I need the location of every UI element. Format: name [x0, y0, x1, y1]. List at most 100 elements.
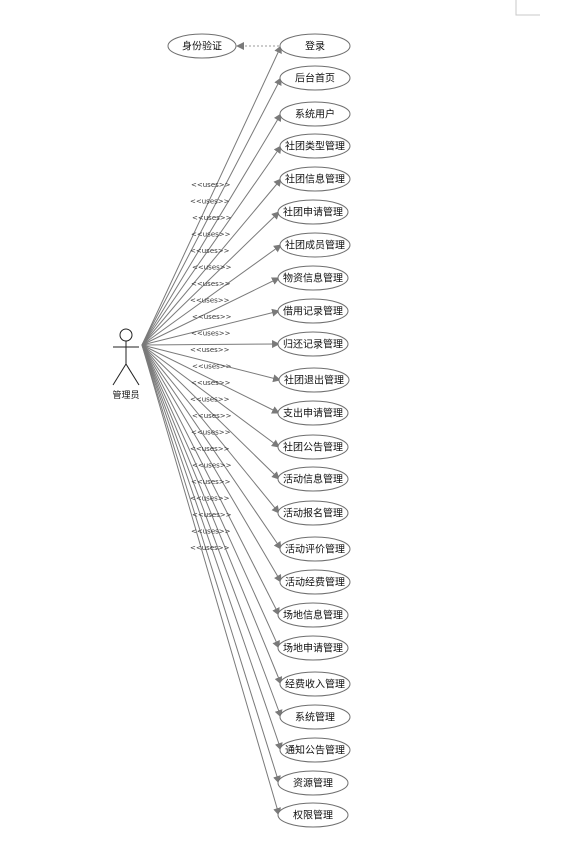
association-line: [141, 344, 282, 550]
use-case[interactable]: 权限管理: [277, 802, 349, 828]
use-case-label: 社团退出管理: [284, 374, 344, 387]
stereotype-label: <<uses>>: [191, 379, 231, 387]
stereotype-label: <<uses>>: [190, 495, 230, 503]
use-case[interactable]: 系统用户: [279, 101, 351, 127]
use-case-ellipse: [277, 602, 349, 628]
use-case-ellipse: [277, 331, 349, 357]
use-case[interactable]: 活动经费管理: [279, 569, 351, 595]
stereotype-label: <<uses>>: [190, 297, 230, 305]
association-line: [141, 344, 283, 685]
use-case[interactable]: 社团信息管理: [279, 166, 351, 192]
page-corner-mark: [515, 0, 540, 16]
use-case[interactable]: 借用记录管理: [277, 298, 349, 324]
stereotype-label: <<uses>>: [191, 528, 231, 536]
use-case-label: 权限管理: [293, 809, 333, 822]
use-case-label: 系统用户: [295, 108, 335, 121]
association-line: [141, 344, 280, 514]
use-case-ellipse: [277, 500, 349, 526]
use-case[interactable]: 社团申请管理: [277, 199, 349, 225]
use-case[interactable]: 社团成员管理: [279, 232, 351, 258]
actor-label: 管理员: [112, 389, 139, 401]
association-line: [141, 344, 280, 616]
use-case[interactable]: 场地信息管理: [277, 602, 349, 628]
association-line: [141, 340, 281, 349]
use-case-ellipse: [277, 466, 349, 492]
association-line: [141, 344, 282, 383]
use-case-label: 社团成员管理: [285, 239, 345, 252]
use-case-ellipse: [279, 33, 351, 59]
use-case-ellipse: [279, 704, 351, 730]
stereotype-label: <<uses>>: [192, 412, 232, 420]
stereotype-label: <<uses>>: [190, 346, 230, 354]
use-case[interactable]: 社团退出管理: [278, 367, 350, 393]
use-case[interactable]: 后台首页: [279, 65, 351, 91]
use-case[interactable]: 活动评价管理: [279, 536, 351, 562]
use-case-label: 通知公告管理: [285, 744, 345, 757]
use-case-ellipse: [279, 737, 351, 763]
association-line: [141, 113, 282, 346]
association-line: [141, 211, 280, 346]
use-case[interactable]: 系统管理: [279, 704, 351, 730]
stereotype-label: <<uses>>: [190, 198, 230, 206]
use-case-ellipse: [277, 199, 349, 225]
stereotype-label: <<uses>>: [191, 478, 231, 486]
use-case-ellipse: [279, 232, 351, 258]
use-case[interactable]: 归还记录管理: [277, 331, 349, 357]
use-case-ellipse: [279, 133, 351, 159]
use-case-label: 社团类型管理: [285, 140, 345, 153]
use-case[interactable]: 登录: [279, 33, 351, 59]
use-case[interactable]: 通知公告管理: [279, 737, 351, 763]
use-case-label: 活动报名管理: [283, 507, 343, 520]
association-line: [141, 244, 282, 346]
use-case-ellipse: [279, 166, 351, 192]
use-case[interactable]: 支出申请管理: [277, 400, 349, 426]
use-case-label: 社团公告管理: [283, 441, 343, 454]
use-case-label: 社团信息管理: [285, 173, 345, 186]
use-case-label: 活动经费管理: [285, 576, 345, 589]
use-case[interactable]: 物资信息管理: [277, 265, 349, 291]
use-cases: 登录后台首页系统用户社团类型管理社团信息管理社团申请管理社团成员管理物资信息管理…: [277, 33, 351, 828]
association-line: [141, 344, 282, 583]
actor-leg-left: [112, 363, 127, 386]
use-case-label: 社团申请管理: [283, 206, 343, 219]
use-case[interactable]: 活动信息管理: [277, 466, 349, 492]
stereotype-labels: <<uses>> <<uses>> <<uses>> <<uses>> <<uses>>…: [190, 181, 232, 552]
use-case-ellipse: [279, 536, 351, 562]
use-case-label: 场地申请管理: [283, 642, 343, 655]
use-case-label: 借用记录管理: [283, 305, 343, 318]
use-case-ellipse: [277, 770, 349, 796]
use-case-label: 登录: [305, 40, 325, 53]
stereotype-label: <<uses>>: [191, 181, 231, 189]
use-case-identity-verification[interactable]: 身份验证: [167, 33, 237, 59]
use-case-label: 场地信息管理: [283, 609, 343, 622]
use-case-ellipse: [277, 400, 349, 426]
use-case[interactable]: 资源管理: [277, 770, 349, 796]
use-case-ellipse: [279, 569, 351, 595]
stereotype-label: <<uses>>: [190, 445, 230, 453]
association-line: [141, 344, 283, 751]
use-case[interactable]: 经费收入管理: [279, 671, 351, 697]
use-case[interactable]: 社团公告管理: [277, 434, 349, 460]
association-line: [141, 45, 282, 346]
association-lines: [141, 45, 283, 816]
stereotype-label: <<uses>>: [190, 247, 230, 255]
stereotype-label: <<uses>>: [191, 429, 231, 437]
use-case-label: 身份验证: [182, 40, 222, 53]
use-case[interactable]: 活动报名管理: [277, 500, 349, 526]
use-case-ellipse: [277, 265, 349, 291]
use-case[interactable]: 社团类型管理: [279, 133, 351, 159]
stereotype-label: <<uses>>: [192, 511, 232, 519]
association-line: [141, 344, 280, 649]
use-case-ellipse: [277, 635, 349, 661]
actor-leg-right: [125, 363, 140, 386]
actor-administrator[interactable]: 管理员: [112, 328, 140, 401]
stereotype-label: <<uses>>: [192, 363, 232, 371]
use-case-ellipse: [278, 367, 350, 393]
stereotype-label: <<uses>>: [191, 280, 231, 288]
use-case-label: 活动信息管理: [283, 473, 343, 486]
association-line: [141, 344, 280, 480]
use-case[interactable]: 场地申请管理: [277, 635, 349, 661]
use-case-ellipse: [279, 671, 351, 697]
use-case-ellipse: [277, 298, 349, 324]
